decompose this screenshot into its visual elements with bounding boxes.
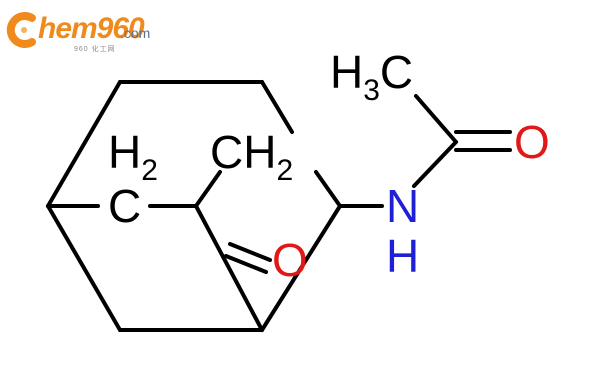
bond-cn-bottomright [260,204,342,332]
atom-ch2-mid: CH2 [210,126,293,187]
atom-h-amide: H [386,230,419,282]
atom-h3c: H3C [330,46,413,107]
bond-left-bottom [46,204,122,332]
logo-subtitle: 960 化工网 [74,46,116,53]
bond-mid-bottomright [194,204,264,332]
bond-mid-ch2 [194,170,222,208]
site-logo[interactable]: hem960 .com 960 化工网 [4,6,164,53]
atom-o-ketone: O [272,234,308,286]
logo-domain: .com [120,25,151,41]
bond-carbonyl-methyl [414,94,458,144]
atom-h2-left: H2 [108,126,158,187]
atom-o-acetyl: O [514,116,550,168]
atom-n-amide: N [386,180,419,232]
bond-top-left [46,80,122,208]
logo-brand: hem960 [38,12,145,45]
bond-n-carbonyl [412,140,458,188]
bond-ketone-1 [224,254,268,274]
bond-top-ch2 [260,80,294,134]
logo-c-icon [6,12,36,48]
bond-ch2-cn [314,170,342,208]
atom-c-left: C [108,180,141,232]
bond-ketone-2 [228,242,272,262]
